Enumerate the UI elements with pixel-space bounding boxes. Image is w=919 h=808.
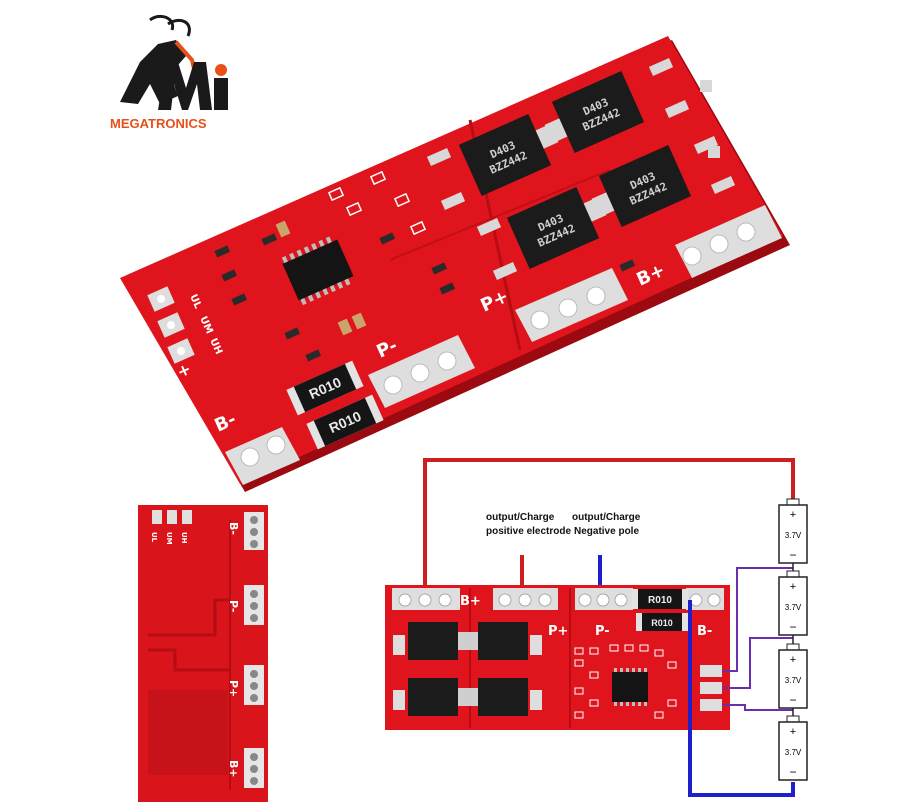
flat-resistor-2: R010 — [636, 613, 688, 631]
flat-ic — [612, 668, 648, 706]
flat-mosfets — [393, 622, 542, 716]
svg-text:−: − — [789, 693, 796, 707]
cell-voltage-label: 3.7V — [785, 676, 802, 685]
battery-cell: +3.7V − — [778, 498, 808, 564]
svg-text:R010: R010 — [651, 618, 673, 628]
annotation-negative: output/Charge Negative pole — [572, 512, 641, 537]
balance-wire-1 — [722, 567, 793, 672]
svg-text:+: + — [790, 654, 796, 666]
bms-board-top: D403 BZZ442 D403 BZZ442 D403 BZZ442 D403… — [120, 36, 790, 492]
svg-text:−: − — [789, 548, 796, 562]
battery-cell: +3.7V − — [778, 570, 808, 636]
svg-text:+: + — [790, 726, 796, 738]
megatronics-logo: MEGATRONICS — [110, 14, 228, 131]
svg-text:UH: UH — [180, 532, 188, 544]
mosfet-2: D403 BZZ442 — [544, 70, 645, 154]
svg-text:P-: P- — [595, 624, 610, 639]
shunt-resistor-2: R010 — [306, 394, 384, 450]
svg-text:P+: P+ — [548, 624, 568, 639]
svg-text:P+: P+ — [227, 680, 240, 697]
flat-resistor-1: R010 — [632, 589, 688, 609]
positive-wire — [423, 458, 795, 600]
mosfet-3: D403 BZZ442 — [506, 186, 607, 270]
mi-mark-icon — [158, 62, 228, 110]
back-pad-p-minus: P- — [227, 585, 264, 625]
cell-voltage-label: 3.7V — [785, 531, 802, 540]
svg-text:B+: B+ — [227, 760, 240, 778]
back-pad-b-minus: B- — [227, 512, 264, 550]
negative-wire — [688, 600, 795, 797]
svg-text:R010: R010 — [648, 595, 672, 606]
protection-ic — [281, 236, 354, 306]
svg-text:B-: B- — [697, 624, 712, 639]
shunt-resistor-1: R010 — [286, 360, 364, 416]
pcb-top — [120, 36, 783, 484]
svg-text:UM: UM — [165, 532, 173, 545]
back-pad-p-plus: P+ — [227, 665, 264, 705]
cell-voltage-label: 3.7V — [785, 748, 802, 757]
svg-text:B+: B+ — [460, 594, 481, 609]
cell-voltage-label: 3.7V — [785, 603, 802, 612]
logo-text: MEGATRONICS — [110, 116, 207, 131]
wiring-diagram: output/Charge positive electrode output/… — [385, 458, 808, 797]
bms-board-back: UL UM UH B- P- P+ B+ — [138, 505, 268, 802]
svg-text:Negative pole: Negative pole — [574, 526, 639, 537]
balance-wire-2 — [722, 637, 793, 689]
svg-text:−: − — [789, 620, 796, 634]
svg-text:positive electrode: positive electrode — [486, 526, 571, 537]
mosfet-legs — [426, 57, 736, 281]
balance-wire-3 — [722, 704, 793, 711]
svg-text:+: + — [790, 509, 796, 521]
annotation-positive: output/Charge positive electrode — [486, 512, 571, 537]
flat-smd — [574, 644, 677, 719]
back-pad-b-plus: B+ — [227, 748, 264, 788]
svg-text:output/Charge: output/Charge — [486, 512, 555, 523]
battery-cells: +3.7V − +3.7V − +3.7V − +3.7V − — [778, 498, 808, 781]
battery-cell: +3.7V − — [778, 643, 808, 709]
svg-text:−: − — [789, 765, 796, 779]
battery-cell: +3.7V − — [778, 715, 808, 781]
svg-text:output/Charge: output/Charge — [572, 512, 641, 523]
svg-text:UL: UL — [150, 532, 158, 543]
smd-components — [214, 80, 720, 362]
svg-text:B-: B- — [227, 522, 240, 535]
svg-text:+: + — [790, 581, 796, 593]
svg-text:P-: P- — [227, 600, 240, 612]
mosfet-4: D403 BZZ442 — [591, 144, 692, 228]
